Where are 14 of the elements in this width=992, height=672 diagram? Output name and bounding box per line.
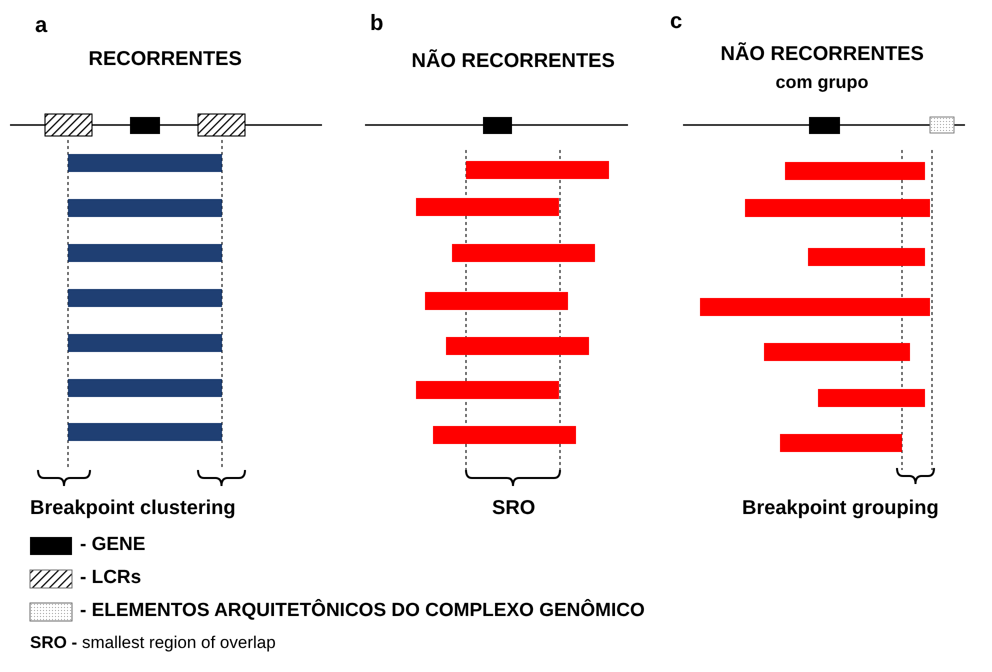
region-label: SRO	[492, 497, 536, 520]
panel-title: NÃO RECORRENTES	[720, 43, 924, 66]
legend-note: SRO - smallest region of overlap	[30, 633, 276, 653]
panel-letter: a	[35, 12, 48, 38]
legend-label: - ELEMENTOS ARQUITETÔNICOS DO COMPLEXO GENÔMICO	[80, 600, 645, 622]
panel-subtitle: com grupo	[776, 72, 868, 93]
region-label: Breakpoint grouping	[742, 497, 939, 520]
legend-label: - GENE	[80, 534, 146, 556]
panel-title: NÃO RECORRENTES	[412, 50, 615, 73]
panel-title: RECORRENTES	[88, 48, 242, 71]
region-label: Breakpoint clustering	[30, 497, 236, 520]
legend-label: - LCRs	[80, 567, 142, 589]
panel-letter: b	[370, 10, 384, 36]
panel-letter: c	[670, 8, 682, 34]
